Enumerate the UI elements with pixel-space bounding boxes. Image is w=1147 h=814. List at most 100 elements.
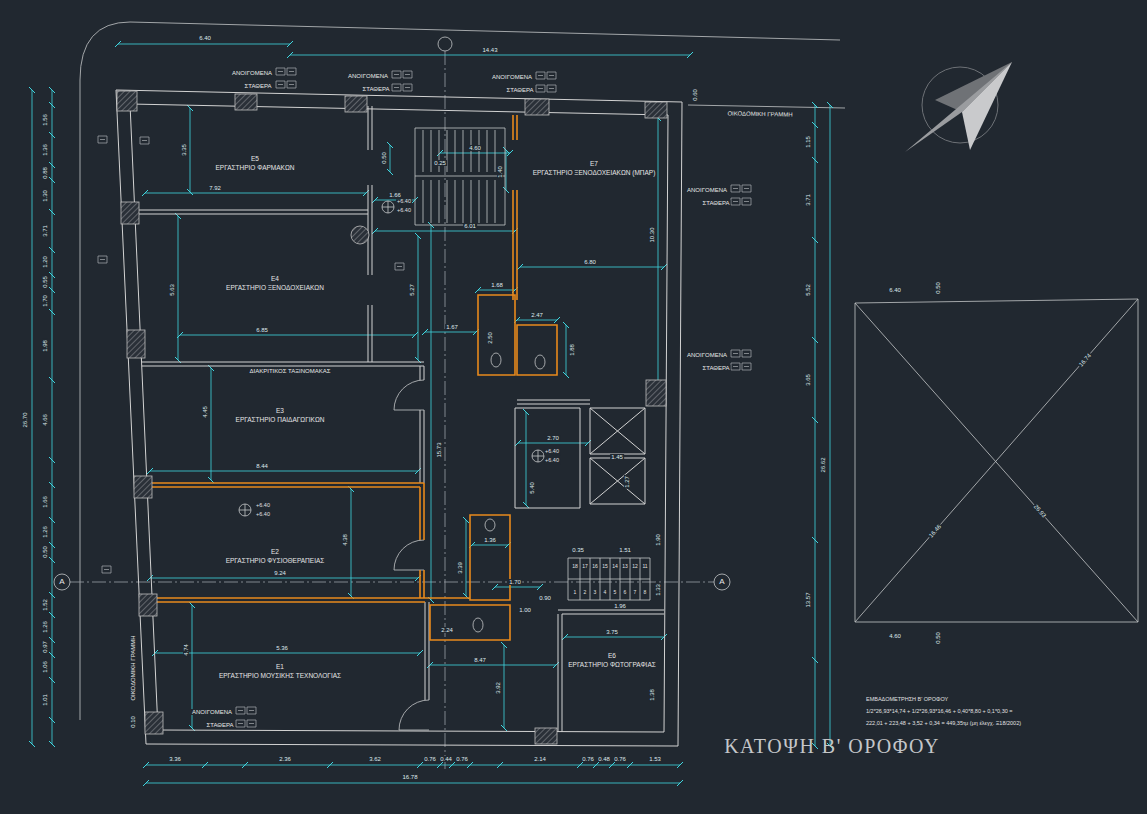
- room-number: Ε7: [589, 159, 599, 168]
- dimension-label: 0.97: [42, 640, 48, 654]
- area-note: 1/2*26,93*14,74 + 1/2*26,93*16,46 + 0,40…: [865, 709, 1014, 715]
- dimension-line: [830, 105, 831, 746]
- level-marker: [382, 201, 394, 213]
- column: [235, 94, 257, 110]
- area-note: 222,01 + 223,48 + 3,52 + 0,34 = 449,35τμ…: [865, 721, 1022, 727]
- dimension-label: 1.88: [569, 343, 575, 357]
- window-type-label: ΑΝΟΙΓΟΜΕΝΑ: [347, 73, 389, 79]
- dimension-line: [565, 637, 664, 638]
- dimension-label: 1.33: [655, 583, 661, 597]
- dimension-line: [418, 236, 419, 360]
- dimension-label: 3.36: [168, 756, 182, 762]
- room: Ε4ΕΡΓΑΣΤΗΡΙΟ ΞΕΝΟΔΟΧΕΙΑΚΩΝ: [223, 273, 327, 294]
- door-swing: [394, 380, 429, 730]
- dimension-label: 0.50: [935, 631, 941, 645]
- building-line-label: ΟΙΚΟΔΟΜΙΚΗ ΓΡΑΜΜΗ: [130, 634, 136, 701]
- dimension-line: [180, 335, 415, 336]
- dimension-label: 10.30: [649, 226, 655, 243]
- dimension-label: 1.56: [42, 113, 48, 127]
- room: Ε7ΕΡΓΑΣΤΗΡΙΟ ΞΕΝΟΔΟΧΕΙΑΚΩΝ (ΜΠΑΡ): [530, 158, 659, 179]
- dimension-line: [190, 108, 191, 192]
- level-label: +6.40: [544, 449, 560, 455]
- column: [127, 330, 145, 358]
- dimension-label: 1.01: [42, 693, 48, 707]
- dimension-label: 3.71: [805, 193, 811, 207]
- window-type-label: ΣΤΑΘΕΡΑ: [701, 200, 730, 206]
- window-type-label: ΣΤΑΘΕΡΑ: [243, 83, 272, 89]
- dimension-label: 2.70: [546, 435, 560, 441]
- dimension-label: 1.27: [624, 475, 630, 489]
- dimension-label: 0.76: [581, 756, 595, 762]
- level-marker: [239, 504, 251, 516]
- column: [139, 594, 157, 616]
- dimension-line: [145, 193, 366, 194]
- step-number: 11: [641, 564, 648, 569]
- dimension-label: 1.36: [483, 537, 497, 543]
- step-number: 8: [643, 590, 648, 595]
- building-line-label: ΟΙΚΟΔΟΜΙΚΗ ΓΡΑΜΜΗ: [726, 110, 793, 117]
- dimension-label: 1.36: [42, 143, 48, 157]
- dimension-label: 0.88: [42, 166, 48, 180]
- dimension-label: 15.73: [436, 441, 442, 458]
- level-marker: [239, 504, 251, 516]
- dimension-label: 16.46: [927, 523, 943, 540]
- dimension-line: [431, 225, 432, 600]
- dimension-label: 0.90: [538, 595, 552, 601]
- dimension-line: [472, 545, 508, 546]
- dimension-label: 1.00: [518, 607, 532, 613]
- dimension-label: 4.45: [202, 405, 208, 419]
- dimension-label: 26.62: [820, 456, 826, 473]
- column: [121, 202, 139, 224]
- room-number: Ε2: [270, 547, 280, 556]
- dimension-label: 5.36: [275, 645, 289, 651]
- dimension-label: 1.38: [649, 688, 655, 702]
- dimension-line: [52, 90, 53, 744]
- dimension-line: [425, 332, 476, 333]
- property-line: [80, 22, 840, 720]
- dimension-line: [150, 578, 418, 579]
- dimension-label: 1.26: [42, 525, 48, 539]
- dimension-line: [118, 44, 290, 45]
- level-marker: [532, 450, 544, 462]
- window-type-label: ΑΝΟΙΓΟΜΕΝΑ: [231, 70, 273, 76]
- dimension-line: [430, 665, 556, 666]
- room-name: ΕΡΓΑΣΤΗΡΙΟ ΜΟΥΣΙΚΗΣ ΤΕΧΝΟΛΟΓΙΑΣ: [218, 671, 342, 680]
- dimension-label: 1.68: [490, 282, 504, 288]
- room: Ε6ΕΡΓΑΣΤΗΡΙΟ ΦΩΤΟΓΡΑΦΙΑΣ: [565, 650, 659, 671]
- dimension-label: 6.01: [463, 223, 477, 229]
- window-type-label: ΣΤΑΘΕΡΑ: [205, 722, 234, 728]
- dimension-label: 1.20: [42, 255, 48, 269]
- dimension-label: 3.71: [42, 224, 48, 238]
- dimension-line: [495, 587, 540, 588]
- dimension-line: [526, 412, 527, 505]
- dimension-label: 1.45: [610, 454, 624, 460]
- dimension-label: 1.67: [445, 324, 459, 330]
- dimension-lines: [32, 44, 830, 783]
- level-label: +6.40: [255, 503, 271, 509]
- window-type-label: ΣΤΑΘΕΡΑ: [701, 365, 730, 371]
- section-marker: [714, 574, 730, 590]
- dimension-label: 26.93: [1032, 503, 1048, 520]
- step-number: 18: [571, 564, 579, 569]
- level-marker: [532, 450, 544, 462]
- window-type-label: ΑΝΟΙΓΟΜΕΝΑ: [686, 352, 728, 358]
- dimension-label: 1.53: [648, 756, 662, 762]
- dimension-label: 1.51: [618, 547, 632, 553]
- window-type-label: ΣΤΑΘΕΡΑ: [361, 86, 390, 92]
- step-number: 5: [613, 590, 618, 595]
- dimension-label: 1.26: [42, 620, 48, 634]
- room-name: ΕΡΓΑΣΤΗΡΙΟ ΞΕΝΟΔΟΧΕΙΑΚΩΝ: [225, 283, 325, 292]
- step-number: 6: [623, 590, 628, 595]
- dimension-line: [518, 443, 588, 444]
- room-name: ΕΡΓΑΣΤΗΡΙΟ ΦΑΡΜΑΚΩΝ: [215, 163, 296, 172]
- column: [345, 96, 367, 112]
- dimension-line: [504, 645, 505, 728]
- dimension-label: 4.74: [183, 643, 189, 657]
- dimension-line: [290, 55, 690, 56]
- dimension-label: 5.27: [409, 283, 415, 297]
- dimension-label: 4.60: [888, 633, 902, 639]
- dimension-label: 2.24: [440, 627, 454, 633]
- dimension-line: [32, 90, 33, 744]
- dimension-label: 14.43: [481, 47, 498, 53]
